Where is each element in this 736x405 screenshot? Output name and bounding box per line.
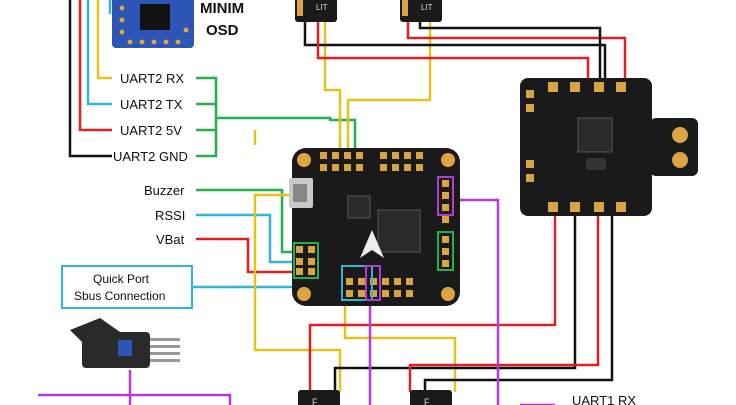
- esc-bottom-right: F: [410, 390, 452, 405]
- uart2-gnd-label: UART2 GND: [113, 149, 188, 164]
- uart2-green-bus: [196, 76, 357, 158]
- uart2-tx-wire: [86, 0, 112, 106]
- uart2-5v-label: UART2 5V: [120, 123, 182, 138]
- flight-controller-board: [289, 148, 460, 306]
- osd-label-line2: OSD: [206, 22, 239, 39]
- uart2-rx-label: UART2 RX: [120, 71, 184, 86]
- esc-top-left: LIT: [295, 0, 337, 22]
- esc-top-left-label: LIT: [316, 3, 328, 12]
- uart2-gnd-wire: [68, 0, 112, 158]
- esc-bottom-left: F: [298, 390, 340, 405]
- minim-osd-board: [112, 0, 194, 48]
- fc-signal-wires: [196, 188, 300, 274]
- vbat-label: VBat: [156, 232, 185, 247]
- rssi-label: RSSI: [155, 208, 185, 223]
- esc-power-wires: [303, 20, 627, 392]
- esc-top-right-label: LIT: [421, 3, 433, 12]
- uart2-5v-wire: [78, 0, 112, 132]
- receiver-module: [70, 318, 180, 368]
- quick-port-label-line1: Quick Port: [93, 272, 150, 286]
- uart2-tx-label: UART2 TX: [120, 97, 183, 112]
- svg-text:F: F: [312, 397, 318, 405]
- buzzer-label: Buzzer: [144, 183, 185, 198]
- quick-port-label-line2: Sbus Connection: [74, 289, 165, 303]
- uart2-rx-wire: [96, 0, 112, 80]
- uart1-rx-label: UART1 RX: [572, 393, 636, 405]
- uart2-wire-group: [68, 0, 112, 158]
- rssi-wire: [196, 213, 300, 264]
- power-distribution-board: [520, 78, 698, 216]
- osd-label-line1: MINIM: [200, 0, 244, 17]
- quick-port-box: [61, 265, 193, 309]
- esc-top-right: LIT: [400, 0, 442, 22]
- vbat-wire: [196, 237, 300, 274]
- svg-text:F: F: [424, 397, 430, 405]
- buzzer-wire: [196, 188, 300, 254]
